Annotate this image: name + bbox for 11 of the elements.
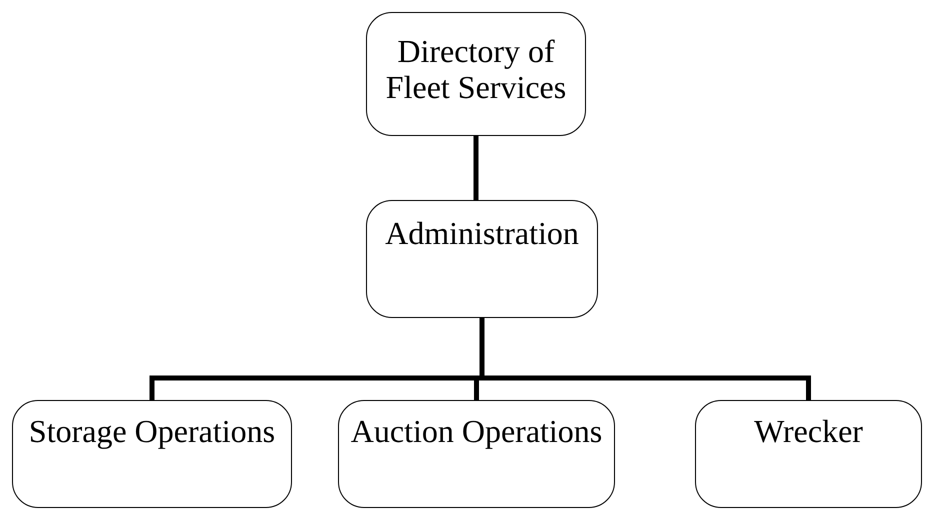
org-box bbox=[12, 400, 292, 508]
org-box bbox=[366, 12, 586, 136]
connector-line bbox=[474, 136, 478, 200]
box-label: Storage Operations bbox=[28, 413, 276, 449]
org-box bbox=[366, 200, 598, 318]
box-label: Auction Operations bbox=[350, 413, 604, 449]
org-box bbox=[338, 400, 615, 508]
box-label: Wrecker bbox=[753, 413, 864, 449]
box-label: Administration bbox=[384, 215, 580, 251]
org-box bbox=[695, 400, 922, 508]
box-label: Directory of Fleet Services bbox=[384, 33, 568, 105]
